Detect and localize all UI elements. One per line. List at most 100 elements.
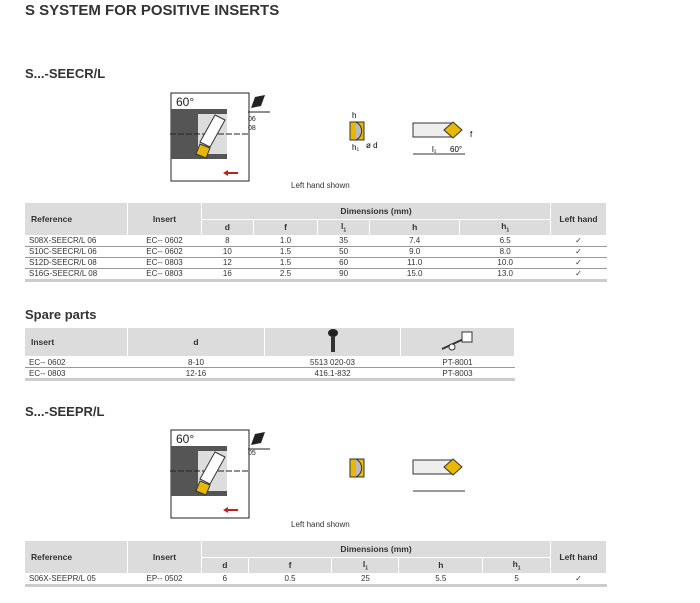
table-cell: 12 [201,257,254,269]
table-cell: 6 [201,573,249,587]
col-h: h [398,557,484,574]
table-cell: 50 [317,246,370,258]
table-cell: 1.5 [253,246,318,258]
table-cell: 5513 020-03 [264,356,401,368]
table-cell: S08X-SEECR/L 06 [25,235,128,247]
insert-size: 05 [248,450,256,457]
caption: Left hand shown [291,520,350,529]
insert-size: 08 [248,125,256,132]
section-title-seepr: S...-SEEPR/L [25,404,105,419]
table-cell: 1.0 [253,235,318,247]
table-cell: 8 [201,235,254,247]
col-h: h [369,219,461,236]
table-cell: 5 [482,573,551,587]
table-cell: EP-- 0502 [127,573,202,587]
col-l1: l1 [331,557,400,574]
table-cell: EC-- 0803 [127,268,202,282]
svg-text:f: f [470,130,473,139]
dimensions-table-2: Reference Insert Dimensions (mm) Left ha… [25,541,607,587]
table-cell: S16G-SEECR/L 08 [25,268,128,282]
dimensions-table-1: Reference Insert Dimensions (mm) Left ha… [25,203,607,282]
col-screw [264,328,401,357]
table-cell: 25 [331,573,399,587]
svg-text:l₁: l₁ [432,145,437,154]
col-l1: l1 [317,219,370,236]
table-cell: 10 [201,246,254,258]
table-cell: 1.5 [253,257,318,269]
table-cell: 16 [201,268,254,282]
table-cell: 8.0 [459,246,551,258]
table-cell: ✓ [550,257,607,269]
table-cell: 8-10 [127,356,265,368]
table-cell: 10.0 [459,257,551,269]
table-cell: 13.0 [459,268,551,282]
table-cell: 9.0 [369,246,460,258]
table-cell: S12D-SEECR/L 08 [25,257,128,269]
svg-text:h: h [352,111,356,120]
table-cell: EC-- 0602 [25,356,128,368]
table-cell: PT-8001 [400,356,515,368]
table-cell: 5.5 [398,573,483,587]
table-cell: 90 [317,268,370,282]
col-key [400,328,515,357]
table-cell: 60 [317,257,370,269]
table-cell: 0.5 [248,573,332,587]
tool-illustration [170,429,465,519]
table-cell: EC-- 0602 [127,235,202,247]
col-insert: Insert [25,328,128,357]
col-h1: h1 [459,219,551,236]
table-cell: EC-- 0803 [25,367,128,381]
table-cell: 2.5 [253,268,318,282]
table-cell: 15.0 [369,268,460,282]
col-d: d [201,557,249,574]
table-cell: 7.4 [369,235,460,247]
col-insert: Insert [127,541,202,574]
angle-label: 60° [176,432,195,446]
table-cell: EC-- 0602 [127,246,202,258]
col-h1: h1 [482,557,551,574]
col-reference: Reference [25,541,128,574]
col-insert: Insert [127,203,202,236]
tool-diagram-1: h h₁ ø d l₁ 60° f [170,92,490,192]
table-cell: 6.5 [459,235,551,247]
col-reference: Reference [25,203,128,236]
caption: Left hand shown [291,181,350,190]
section-title-seecr: S...-SEECR/L [25,66,106,81]
screw-icon [327,329,338,352]
table-cell: PT-8003 [400,367,515,381]
svg-text:ø d: ø d [366,141,378,150]
table-cell: 12-16 [127,367,265,381]
insert-size: 06 [248,116,256,123]
svg-text:60°: 60° [450,145,462,154]
tool-diagram-2 [170,429,490,529]
col-f: f [253,219,319,236]
table-cell: 35 [317,235,370,247]
table-cell: ✓ [550,246,607,258]
table-cell: EC-- 0803 [127,257,202,269]
table-cell: ✓ [550,235,607,247]
col-dimensions: Dimensions (mm) [201,203,551,220]
table-cell: 11.0 [369,257,460,269]
table-cell: S06X-SEEPR/L 05 [25,573,128,587]
table-cell: 416.1-832 [264,367,401,381]
col-dimensions: Dimensions (mm) [201,541,551,558]
insert-sizes: 06 08 [248,115,256,133]
svg-text:h₁: h₁ [352,143,359,152]
col-f: f [248,557,333,574]
torx-key-icon [441,331,472,351]
table-cell: ✓ [550,573,607,587]
col-left-hand: Left hand [550,203,607,236]
col-d: d [127,328,265,357]
col-d: d [201,219,254,236]
table-cell: ✓ [550,268,607,282]
tool-illustration: h h₁ ø d l₁ 60° f [170,92,473,182]
col-left-hand: Left hand [550,541,607,574]
